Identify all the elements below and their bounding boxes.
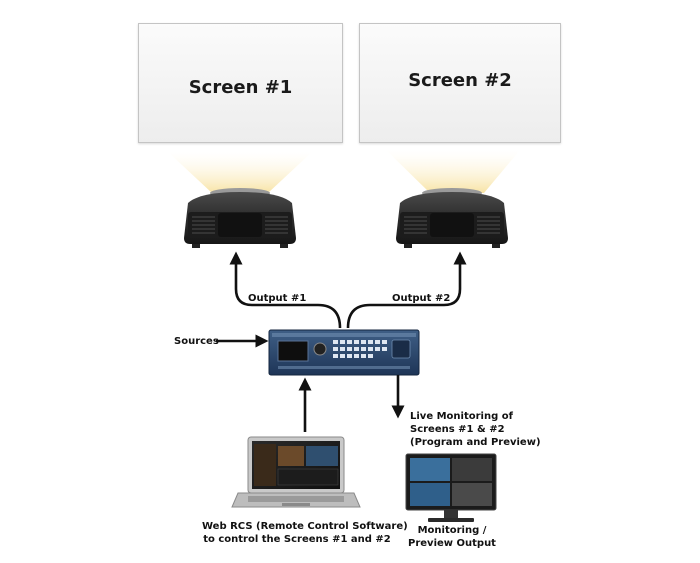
monitoring-output-label: Monitoring / Preview Output bbox=[404, 524, 500, 550]
live-monitoring-line-1: Live Monitoring of bbox=[410, 411, 513, 422]
screen-1-title: Screen #1 bbox=[188, 76, 293, 98]
sources-label: Sources bbox=[174, 336, 219, 347]
laptop-computer bbox=[231, 436, 361, 508]
live-monitoring-line-2: Screens #1 & #2 bbox=[410, 424, 505, 435]
screen-2-title: Screen #2 bbox=[408, 69, 512, 91]
web-rcs-line-1: Web RCS (Remote Control Software) bbox=[202, 521, 408, 532]
projection-screen-2: Screen #2 bbox=[359, 23, 561, 143]
output-2-label: Output #2 bbox=[392, 293, 451, 304]
output-1-label: Output #1 bbox=[248, 293, 307, 304]
output-2-arrow bbox=[346, 251, 467, 329]
live-monitoring-label: Live Monitoring of Screens #1 & #2 (Prog… bbox=[410, 410, 541, 449]
light-beam-1 bbox=[168, 152, 312, 193]
monitoring-output-line-1: Monitoring / bbox=[417, 525, 487, 536]
monitoring-display bbox=[405, 453, 497, 522]
projection-screen-1: Screen #1 bbox=[138, 23, 343, 143]
projector-2 bbox=[396, 188, 508, 248]
output-1-arrow bbox=[229, 251, 342, 329]
web-rcs-line-2: to control the Screens #1 and #2 bbox=[203, 534, 391, 545]
projector-1 bbox=[184, 188, 296, 248]
video-switcher-unit bbox=[268, 329, 420, 376]
light-beam-2 bbox=[386, 150, 520, 193]
web-rcs-label: Web RCS (Remote Control Software) to con… bbox=[202, 520, 408, 546]
monitoring-output-line-2: Preview Output bbox=[408, 538, 496, 549]
live-monitoring-line-3: (Program and Preview) bbox=[410, 437, 541, 448]
